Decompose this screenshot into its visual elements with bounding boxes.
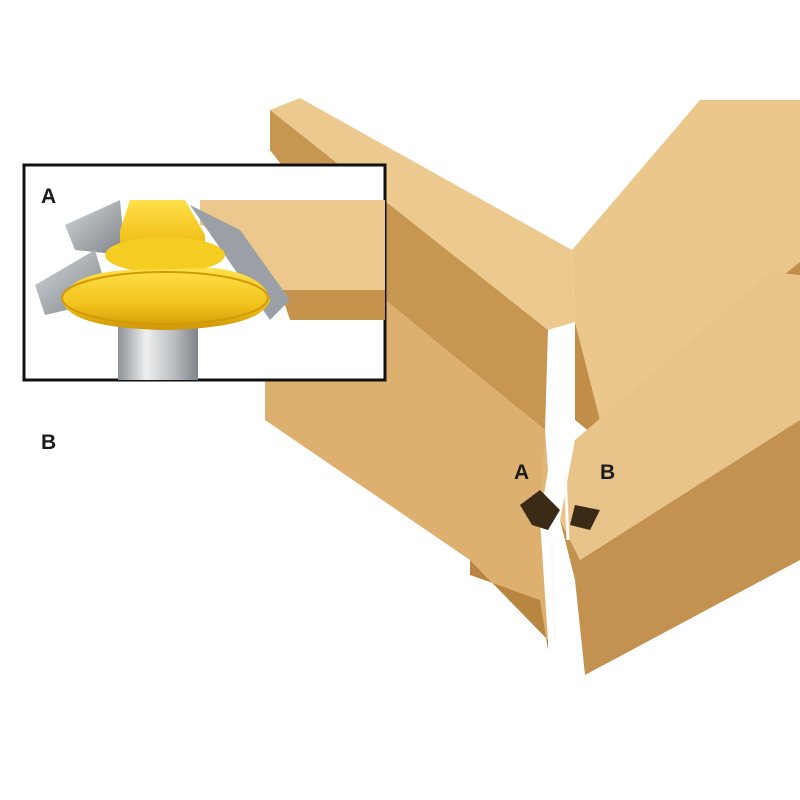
inset-a-board-face [200,200,385,290]
board-a-top-face [270,98,575,330]
joint-slot-b [570,505,600,530]
board-c-side-face [470,560,548,650]
inset-a-bit-base [62,268,270,330]
board-c-end-face [265,300,548,640]
inset-a-bit-rim [61,271,269,325]
board-b-top-face [572,100,800,420]
inset-a-shank [118,320,198,380]
inset-a-bit-collar [105,237,225,273]
joint-seam-lower [550,539,557,641]
board-d-side-face [560,420,800,675]
mitered-board-assembly [265,98,800,675]
inset-a-label: A [41,185,57,208]
inset-a-board-edge [280,290,385,320]
joint-slot-a [520,490,560,530]
joint-seam [563,469,570,541]
board-d-top-face [560,272,800,560]
joint-a-label: A [514,461,530,484]
inset-b-label: B [41,431,57,454]
inset-a-cutter-upper [65,200,125,255]
joint-b-label: B [600,461,616,484]
inset-a-panel [22,163,387,382]
